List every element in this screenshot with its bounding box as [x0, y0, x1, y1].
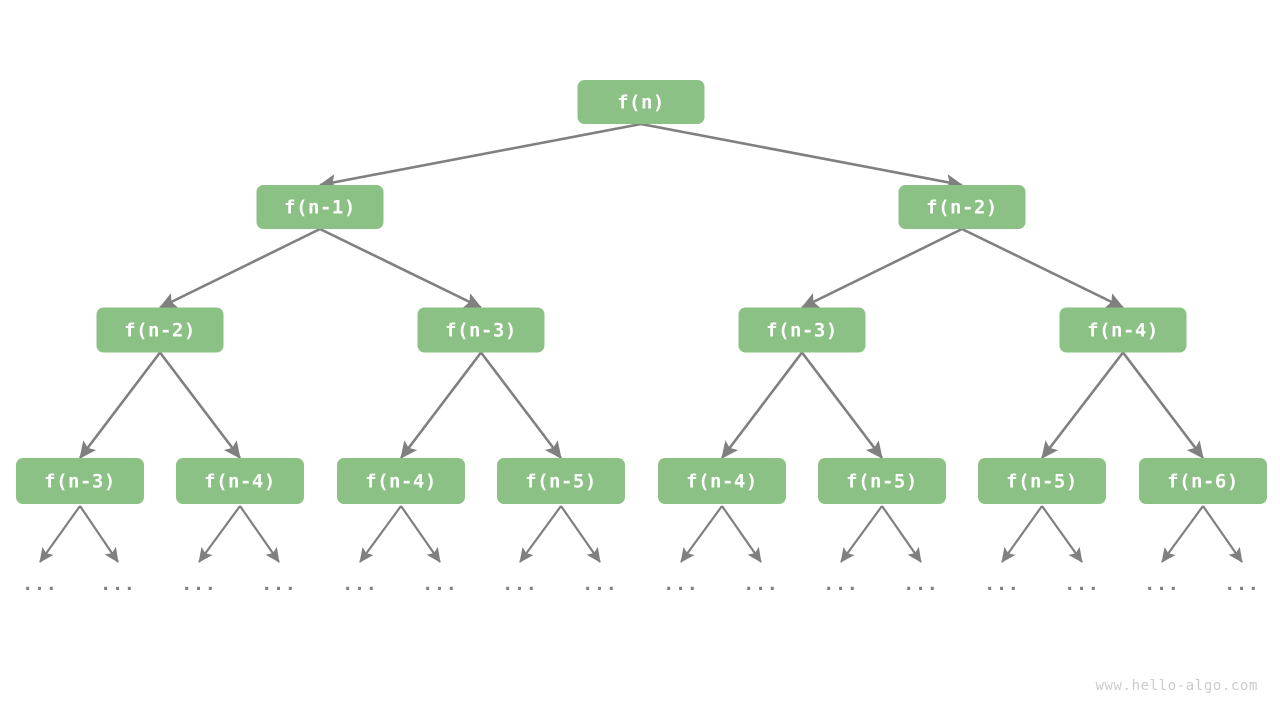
tree-node[interactable]: f(n-3): [738, 307, 866, 353]
leaf-stub-arrow: [1161, 505, 1204, 563]
ellipsis-marker: ...: [663, 574, 699, 595]
tree-node-label: f(n-6): [1167, 471, 1239, 493]
tree-node-label: f(n-3): [445, 320, 517, 342]
tree-node[interactable]: f(n-1): [256, 185, 384, 229]
edges-layer: [78, 122, 1205, 459]
ellipsis-marker: ...: [181, 574, 217, 595]
ellipsis-marker: ...: [582, 574, 618, 595]
tree-node-box[interactable]: [898, 185, 1026, 229]
leaf-stub-arrow: [359, 505, 402, 563]
tree-node-label: f(n-3): [766, 320, 838, 342]
tree-edge: [1121, 351, 1205, 459]
tree-node-label: f(n-4): [365, 471, 437, 493]
tree-node-box[interactable]: [658, 458, 786, 504]
tree-node-label: f(n-5): [525, 471, 597, 493]
leaf-stub-arrow: [79, 505, 119, 563]
leaf-stub-arrow: [560, 505, 601, 563]
tree-node[interactable]: f(n-4): [337, 458, 465, 504]
tree-edge: [961, 227, 1124, 309]
ellipsis-layer: ........................................…: [22, 574, 1260, 595]
tree-edge: [801, 227, 963, 309]
ellipsis-marker: ...: [743, 574, 779, 595]
tree-node[interactable]: f(n-4): [658, 458, 786, 504]
tree-node-label: f(n-2): [124, 320, 196, 342]
ellipsis-marker: ...: [1064, 574, 1100, 595]
tree-node[interactable]: f(n-5): [978, 458, 1106, 504]
tree-edge: [159, 227, 321, 309]
tree-node-box[interactable]: [978, 458, 1106, 504]
ellipsis-marker: ...: [903, 574, 939, 595]
tree-edge: [78, 351, 162, 459]
leaf-stub-arrow: [400, 505, 441, 563]
leaf-stub-arrow: [239, 505, 280, 563]
tree-node[interactable]: f(n): [577, 80, 705, 124]
leaf-stub-arrow: [840, 505, 883, 563]
leaf-stub-arrow: [680, 505, 723, 563]
tree-node[interactable]: f(n-2): [898, 185, 1026, 229]
ellipsis-marker: ...: [261, 574, 297, 595]
tree-node-box[interactable]: [1059, 307, 1187, 353]
tree-edge: [479, 351, 563, 459]
leaf-stub-arrow: [1202, 505, 1243, 563]
tree-edge: [720, 351, 804, 459]
leaf-stub-arrow: [198, 505, 241, 563]
tree-node-box[interactable]: [738, 307, 866, 353]
watermark-label: www.hello-algo.com: [1095, 678, 1258, 694]
tree-node-box[interactable]: [818, 458, 946, 504]
ellipsis-marker: ...: [100, 574, 136, 595]
leaf-stub-arrow: [519, 505, 562, 563]
tree-node[interactable]: f(n-4): [1059, 307, 1187, 353]
ellipsis-marker: ...: [22, 574, 58, 595]
leaf-stub-arrow: [39, 505, 81, 563]
tree-node[interactable]: f(n-5): [818, 458, 946, 504]
ellipsis-marker: ...: [823, 574, 859, 595]
tree-node[interactable]: f(n-2): [96, 307, 224, 353]
leaf-stub-arrow: [1041, 505, 1083, 563]
nodes-layer: f(n) f(n-1) f(n-2) f(n-2) f(n-3) f(n-3) f(n-4)…: [16, 80, 1267, 504]
tree-edge: [158, 351, 242, 459]
tree-node-box[interactable]: [577, 80, 705, 124]
tree-node-box[interactable]: [1139, 458, 1267, 504]
ellipsis-marker: ...: [502, 574, 538, 595]
tree-node-label: f(n-5): [846, 471, 918, 493]
tree-node-label: f(n-4): [686, 471, 758, 493]
leaf-stub-arrow: [721, 505, 762, 563]
tree-node[interactable]: f(n-3): [417, 307, 545, 353]
ellipsis-marker: ...: [1224, 574, 1260, 595]
tree-node-box[interactable]: [417, 307, 545, 353]
tree-edge: [319, 227, 482, 309]
tree-node-box[interactable]: [16, 458, 144, 504]
tree-node-label: f(n-2): [926, 197, 998, 219]
tree-node-label: f(n-4): [204, 471, 276, 493]
tree-node-label: f(n-5): [1006, 471, 1078, 493]
tree-node[interactable]: f(n-3): [16, 458, 144, 504]
leaf-stub-arrow: [1001, 505, 1043, 563]
ellipsis-marker: ...: [984, 574, 1020, 595]
leaf-stub-arrows-layer: [39, 505, 1243, 563]
ellipsis-marker: ...: [342, 574, 378, 595]
tree-edge: [318, 122, 642, 190]
tree-node[interactable]: f(n-6): [1139, 458, 1267, 504]
leaf-stub-arrow: [881, 505, 922, 563]
tree-node-box[interactable]: [256, 185, 384, 229]
tree-node-box[interactable]: [497, 458, 625, 504]
tree-node-box[interactable]: [176, 458, 304, 504]
tree-edge: [800, 351, 884, 459]
ellipsis-marker: ...: [1144, 574, 1180, 595]
tree-node-label: f(n): [617, 92, 665, 114]
tree-node-label: f(n-3): [44, 471, 116, 493]
tree-node[interactable]: f(n-5): [497, 458, 625, 504]
tree-node-box[interactable]: [337, 458, 465, 504]
tree-node[interactable]: f(n-4): [176, 458, 304, 504]
tree-node-label: f(n-1): [284, 197, 356, 219]
tree-node-box[interactable]: [96, 307, 224, 353]
tree-edge: [640, 122, 964, 190]
tree-edge: [399, 351, 483, 459]
tree-node-label: f(n-4): [1087, 320, 1159, 342]
tree-edge: [1040, 351, 1125, 459]
ellipsis-marker: ...: [422, 574, 458, 595]
